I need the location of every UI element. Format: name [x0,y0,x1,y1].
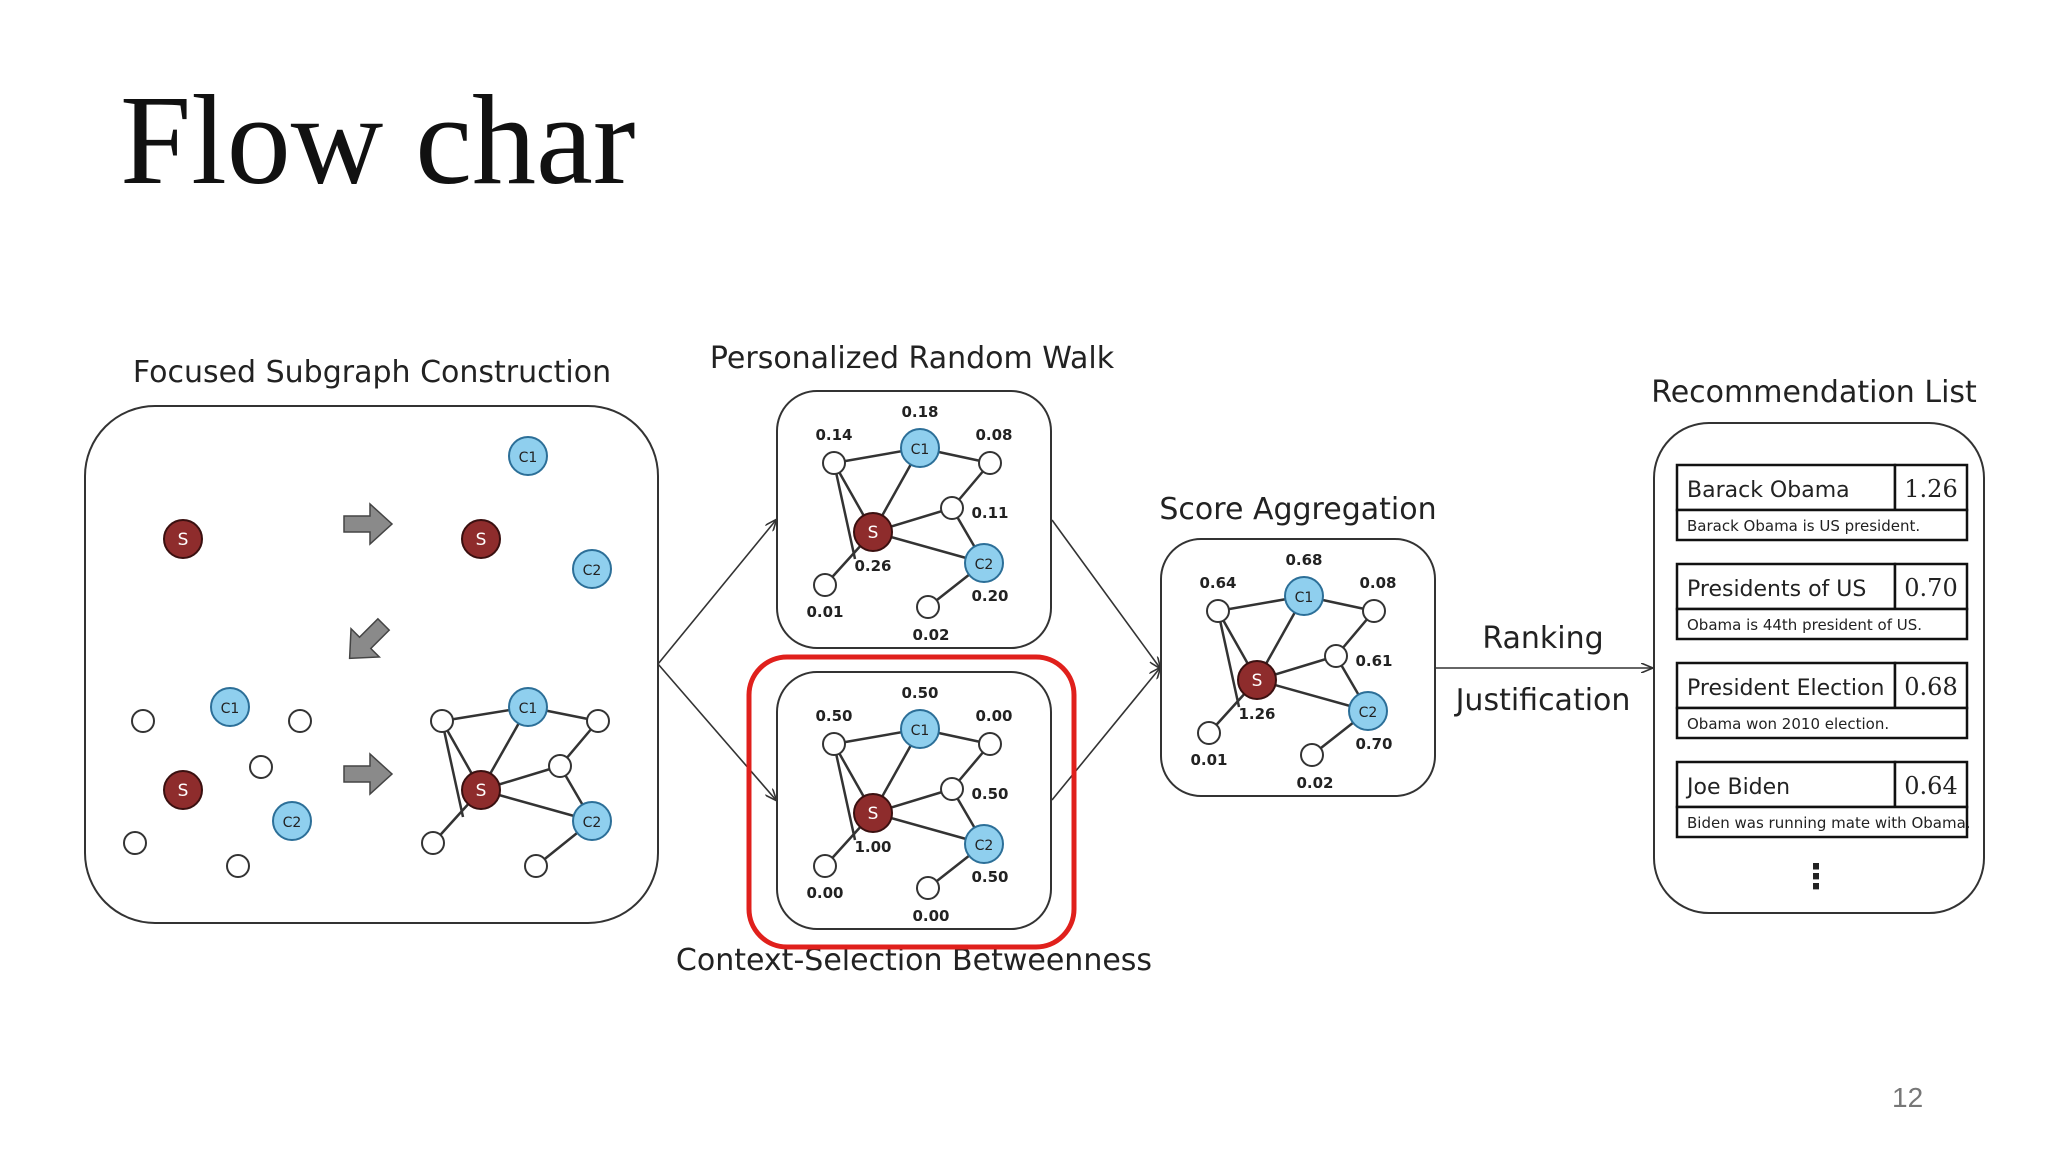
score-label: 0.00 [806,884,843,902]
context-node [131,709,155,733]
score-label: 0.61 [1355,652,1392,670]
score-label: 1.26 [1238,705,1275,723]
score-label: 0.26 [854,557,891,575]
svg-text:S: S [868,804,879,824]
candidate-node-2: C2 [272,801,312,841]
random-walk-heading: Personalized Random Walk [710,341,1115,376]
svg-text:C1: C1 [519,450,538,466]
recommendation-item: Barack Obama 1.26 Barack Obama is US pre… [1675,463,1969,542]
recommendation-item: Joe Biden 0.64 Biden was running mate wi… [1675,760,1971,839]
score-label: 0.50 [971,785,1008,803]
candidate-node-1: C1 [210,687,250,727]
score-label: 0.02 [912,626,949,644]
context-node [421,831,445,855]
right-block-arrow-icon [343,752,394,796]
score-label: 0.18 [901,403,938,421]
recommendation-item: President Election 0.68 Obama won 2010 e… [1675,661,1969,740]
context-node [524,854,548,878]
svg-text:S: S [476,781,487,801]
candidate-node-2: C2 [572,801,612,841]
svg-text:S: S [178,781,189,801]
score-label: 0.50 [971,868,1008,886]
source-node: S [461,770,501,810]
candidate-node-2: C2 [572,549,612,589]
focused-subgraph-panel [84,405,659,924]
score-label: 0.02 [1296,774,1333,792]
recommendation-title: Presidents of US [1687,577,1866,602]
recommendation-justification: Obama is 44th president of US. [1687,616,1922,634]
score-aggregation-graph: S C1 C2 0.64 0.68 0.08 0.61 1.26 0.70 0.… [1160,538,1436,797]
score-label: 0.08 [975,426,1012,444]
score-label: 0.14 [815,426,852,444]
svg-text:C1: C1 [911,442,930,458]
recommendation-score: 0.64 [1904,772,1957,800]
score-aggregation-heading: Score Aggregation [1159,492,1436,527]
svg-text:C1: C1 [221,701,240,717]
context-node [123,831,147,855]
score-label: 0.08 [1359,574,1396,592]
context-node [226,854,250,878]
context-node [288,709,312,733]
svg-text:C2: C2 [975,557,994,573]
svg-text:S: S [178,530,189,550]
focused-subgraph-heading: Focused Subgraph Construction [133,355,611,390]
svg-text:C2: C2 [1359,705,1378,721]
source-node: S [163,519,203,559]
recommendation-justification: Biden was running mate with Obama. [1687,814,1971,832]
svg-text:C1: C1 [1295,590,1314,606]
recommendation-score: 1.26 [1904,475,1957,503]
candidate-node-1: C1 [508,687,548,727]
recommendation-score: 0.70 [1904,574,1957,602]
svg-text:S: S [868,523,879,543]
score-label: 0.00 [975,707,1012,725]
svg-text:C2: C2 [583,815,602,831]
score-label: 0.50 [815,707,852,725]
candidate-node-1: C1 [508,436,548,476]
more-items-indicator: ⋮ [1799,857,1833,897]
svg-text:C2: C2 [583,563,602,579]
justification-label: Justification [1454,683,1631,718]
score-label: 0.11 [971,504,1008,522]
score-label: 0.01 [1190,751,1227,769]
score-label: 0.20 [971,587,1008,605]
context-node [548,754,572,778]
score-label: 0.50 [901,684,938,702]
recommendation-justification: Obama won 2010 election. [1687,715,1889,733]
score-label: 0.68 [1285,551,1322,569]
svg-text:C2: C2 [975,838,994,854]
source-node: S [461,519,501,559]
betweenness-graph: S C1 C2 0.50 0.50 0.00 0.50 1.00 0.50 0.… [776,671,1052,930]
recommendation-item: Presidents of US 0.70 Obama is 44th pres… [1675,562,1969,641]
score-label: 0.01 [806,603,843,621]
down-left-block-arrow-icon [348,617,391,660]
context-node [430,709,454,733]
svg-text:C1: C1 [911,723,930,739]
svg-text:C1: C1 [519,701,538,717]
context-node [586,709,610,733]
recommendation-title: Joe Biden [1685,775,1790,800]
slide-title: Flow char [120,69,636,211]
score-label: 1.00 [854,838,891,856]
svg-text:S: S [476,530,487,550]
source-node: S [163,770,203,810]
svg-text:C2: C2 [283,815,302,831]
score-label: 0.70 [1355,735,1392,753]
right-block-arrow-icon [343,502,394,546]
svg-text:S: S [1252,671,1263,691]
recommendation-title: President Election [1687,676,1884,701]
ranking-label: Ranking [1482,621,1603,656]
recommendation-score: 0.68 [1904,673,1957,701]
recommendation-title: Barack Obama [1687,478,1850,503]
score-label: 0.64 [1199,574,1236,592]
highlight-frame [746,654,1077,950]
score-label: 0.00 [912,907,949,925]
flow-arrows [657,520,1652,800]
random-walk-graph: S C1 C2 0.14 0.18 0.08 0.11 0.26 0.20 0.… [776,390,1052,649]
recommendation-list-heading: Recommendation List [1651,375,1977,410]
context-node [249,755,273,779]
page-number: 12 [1892,1082,1924,1113]
recommendation-justification: Barack Obama is US president. [1687,517,1920,535]
